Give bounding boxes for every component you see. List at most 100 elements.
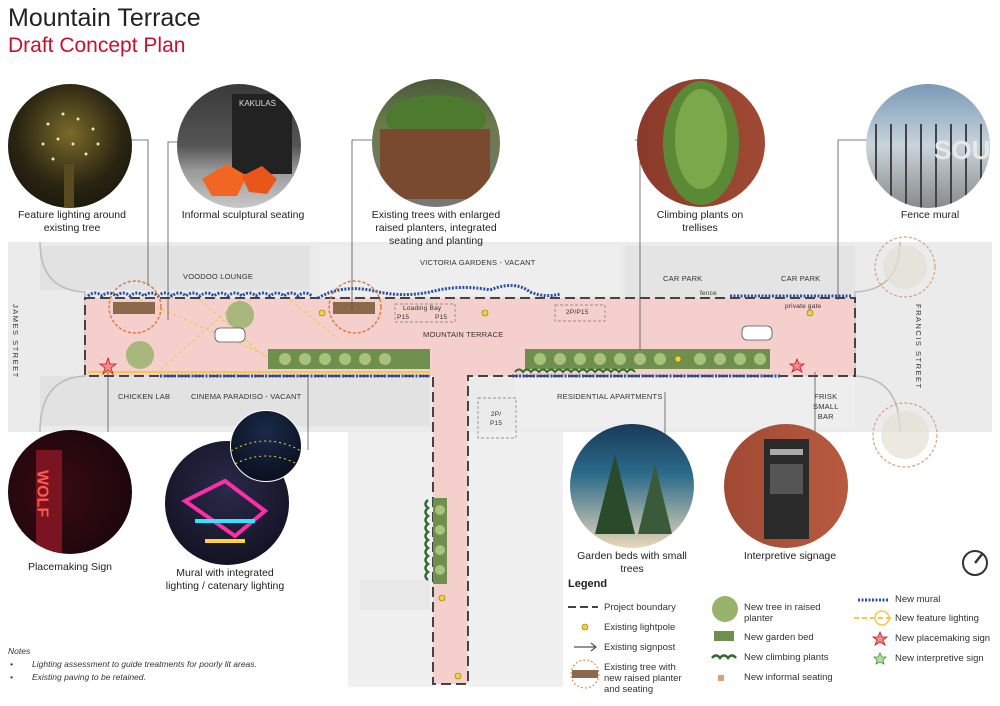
label-private-gate: private gate: [785, 303, 822, 310]
legend-placemaking-star: [871, 630, 889, 646]
new-tree-1: [226, 301, 254, 329]
legend-new-mural: New mural: [895, 594, 941, 605]
legend-new-feature-lighting: New feature lighting: [895, 613, 979, 624]
label-fence: fence: [700, 290, 717, 297]
photo-raised-planter: [372, 79, 500, 207]
new-tree-2: [126, 341, 154, 369]
legend-new-interpretive-sign: New interpretive sign: [895, 653, 984, 664]
building-voodoo: [40, 246, 310, 290]
street-tree-ne: [874, 236, 936, 298]
kakulas-sign: KAKULAS: [239, 99, 276, 108]
caption-placemaking-sign: Placemaking Sign: [27, 561, 113, 573]
street-tree-se: [872, 402, 938, 468]
placemaking-sign-letters: WOLF: [34, 470, 51, 517]
climbing-plants-lane: [424, 499, 430, 581]
legend-project-boundary: Project boundary: [604, 602, 676, 613]
notes-line-2: •Existing paving to be retained.: [10, 672, 146, 682]
loading-bay: [394, 303, 456, 323]
climbing-plants-residential: [514, 368, 636, 374]
legend-climbing-plants-symbol: [711, 654, 737, 660]
building-cinema: [40, 376, 430, 426]
placemaking-sign-star: [98, 356, 118, 376]
label-car-park-1: CAR PARK: [663, 274, 703, 283]
photo-feature-lighting: [8, 84, 132, 208]
label-loading-bay: Loading Bay: [403, 305, 442, 312]
legend-garden-bed-symbol: [714, 631, 734, 641]
photo-fence-mural: SOU: [866, 84, 990, 208]
caption-interpretive-signage: Interpretive signage: [743, 550, 837, 562]
building-residential: [515, 378, 855, 428]
mural-north-west: [87, 291, 313, 298]
legend-existing-signpost: Existing signpost: [604, 642, 676, 653]
legend-lightpole-symbol: [581, 623, 589, 631]
label-chicken-lab: CHICKEN LAB: [118, 392, 171, 401]
legend-symbols: [568, 596, 892, 689]
leader-lines: [107, 139, 870, 450]
tree-planter-1: [108, 280, 162, 334]
photo-garden-beds: [570, 424, 694, 548]
legend-feature-lighting-symbol: [854, 610, 892, 626]
mural-victoria: [317, 284, 561, 300]
label-francis-street: FRANCIS STREET: [914, 304, 923, 390]
carpark-area: [625, 246, 855, 298]
tree-planter-2: [328, 280, 382, 334]
label-residential: RESIDENTIAL APARTMENTS: [557, 392, 663, 401]
legend-new-climbing-plants: New climbing plants: [744, 652, 829, 663]
car-icon-west: [214, 327, 246, 343]
legend-new-tree-symbol: [712, 596, 738, 622]
page-title: Mountain Terrace: [8, 4, 201, 32]
car-icon-east: [741, 325, 773, 341]
label-car-park-2: CAR PARK: [781, 274, 821, 283]
photo-sculptural-seating: KAKULAS: [177, 84, 301, 208]
project-boundary: [84, 297, 856, 685]
label-2p-p15: 2P/P15: [566, 309, 589, 316]
legend-new-garden-bed: New garden bed: [744, 632, 814, 643]
legend-title: Legend: [568, 578, 608, 590]
interpretive-sign-star: [788, 357, 806, 373]
legend-new-placemaking-sign: New placemaking sign: [895, 633, 991, 644]
legend-existing-tree-symbol: [570, 659, 600, 689]
lane-bay: [477, 397, 517, 439]
photo-interpretive-signage: [724, 424, 848, 548]
notes-block: Notes •Lighting assessment to guide trea…: [8, 645, 257, 684]
south-context-left: [348, 432, 433, 687]
photo-placemaking-sign: WOLF: [8, 430, 132, 554]
label-p15-a: P15: [397, 314, 410, 321]
south-context-right: [468, 432, 563, 687]
legend-signpost-symbol: [574, 642, 597, 652]
page-subtitle: Draft Concept Plan: [8, 34, 186, 57]
fence-mural-letters: SOU: [934, 135, 990, 165]
label-victoria-gardens: VICTORIA GARDENS - VACANT: [420, 258, 536, 267]
north-arrow-icon: [962, 550, 988, 576]
notes-line-1: •Lighting assessment to guide treatments…: [10, 659, 257, 669]
caption-sculptural-seating: Informal sculptural seating: [181, 209, 305, 221]
label-lane-2p: 2P/P15: [490, 411, 503, 427]
photo-catenary-lighting: [230, 410, 302, 482]
garden-bed-east: [525, 349, 770, 369]
garden-bed-lane: [433, 498, 447, 584]
south-building: [360, 580, 430, 610]
label-mountain-terrace: MOUNTAIN TERRACE: [423, 330, 504, 339]
notes-title: Notes: [8, 646, 31, 656]
lightpoles: [318, 309, 814, 680]
photo-climbing-plants: [637, 79, 765, 207]
label-p15-b: P15: [435, 314, 448, 321]
legend-informal-seating-symbol: [718, 675, 724, 681]
legend-interpretive-star: [873, 652, 887, 665]
legend-new-informal-seating: New informal seating: [744, 672, 833, 683]
legend-existing-lightpole: Existing lightpole: [604, 622, 676, 633]
label-cinema-paradiso: CINEMA PARADISO - VACANT: [191, 392, 302, 401]
caption-fence-mural: Fence mural: [900, 209, 960, 221]
parking-bay: [554, 304, 606, 322]
label-voodoo-lounge: VOODOO LOUNGE: [183, 272, 254, 281]
label-james-street: JAMES STREET: [11, 304, 20, 379]
